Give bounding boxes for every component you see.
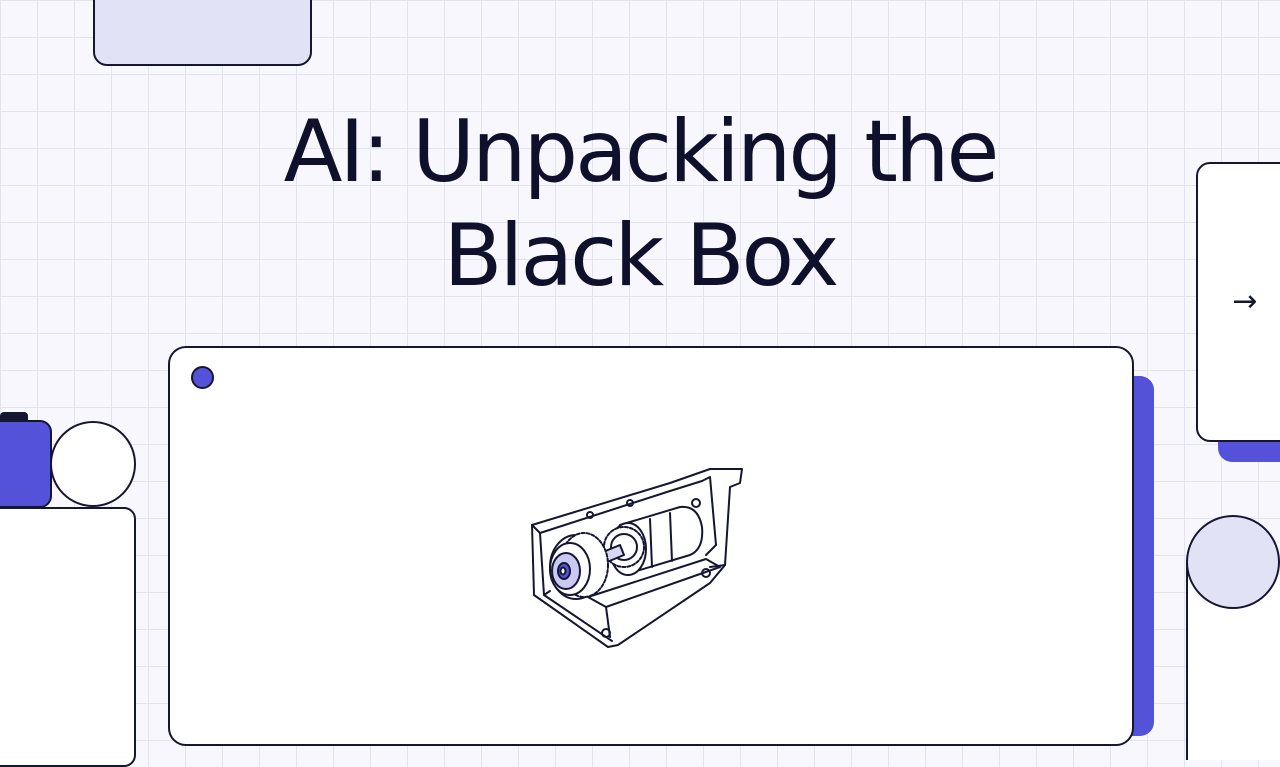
left-blue-block	[0, 420, 52, 508]
gearbox-motor-icon	[531, 468, 743, 648]
left-side-card	[0, 507, 136, 767]
right-circle	[1186, 515, 1280, 609]
top-decorative-card	[93, 0, 312, 66]
page-title: AI: Unpacking the Black Box	[190, 100, 1090, 308]
next-card[interactable]	[1196, 162, 1280, 442]
arrow-right-icon[interactable]: →	[1232, 284, 1258, 319]
title-line-2: Black Box	[443, 206, 840, 306]
main-card-dot	[191, 366, 214, 389]
left-circle	[50, 421, 136, 507]
title-line-1: AI: Unpacking the	[283, 102, 1000, 202]
